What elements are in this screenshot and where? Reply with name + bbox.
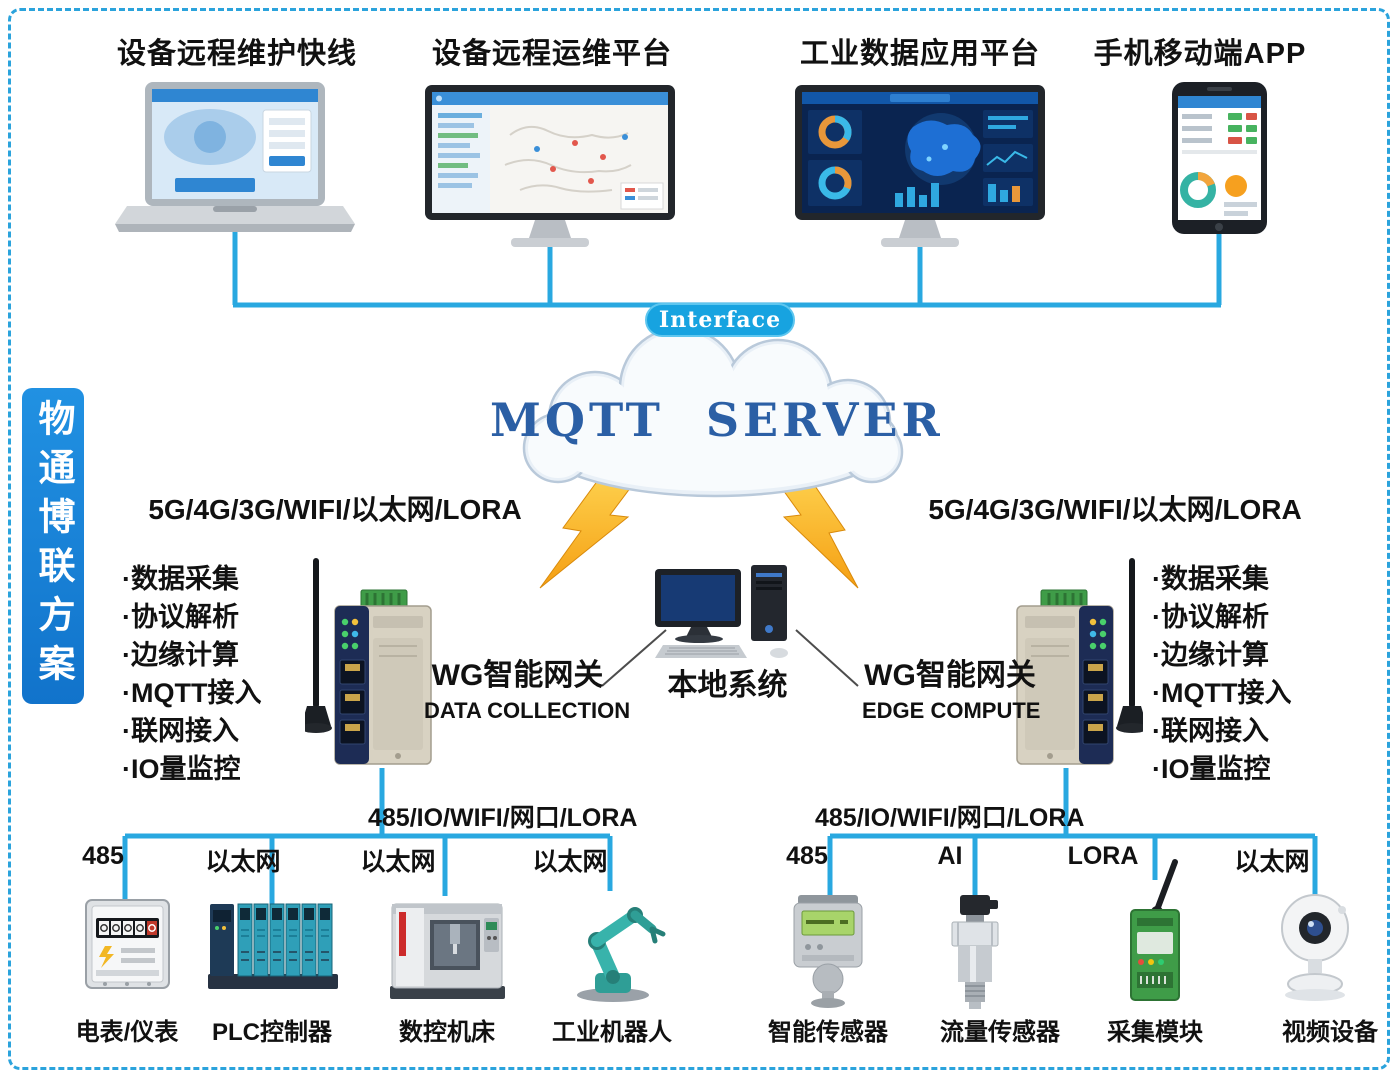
top-label-mobile-app: 手机移动端APP — [1093, 38, 1307, 70]
laptop-icon — [115, 82, 355, 232]
device-label-cnc: 数控机床 — [399, 1019, 495, 1046]
device-plc — [208, 900, 338, 992]
device-laptop — [115, 82, 355, 240]
gateway-right-subtitle: EDGE COMPUTE — [862, 698, 1041, 723]
top-label-maintenance-line: 设备远程维护快线 — [116, 38, 357, 70]
feature-item: ·协议解析 — [122, 602, 239, 632]
top-label-ops-platform: 设备远程运维平台 — [431, 38, 672, 70]
device-phone — [1172, 82, 1267, 234]
mqtt-cloud — [490, 330, 940, 510]
webcam-icon — [1281, 894, 1349, 1001]
connection-label-lora: LORA — [1067, 842, 1139, 870]
local-system-label: 本地系统 — [667, 669, 788, 702]
phone-icon — [1172, 82, 1267, 234]
device-monitor-dashboard — [795, 85, 1045, 250]
interface-label: Interface — [658, 307, 782, 333]
device-local-computer — [655, 565, 795, 660]
gateway-icon — [1016, 558, 1143, 765]
device-webcam — [1275, 892, 1355, 1004]
feature-item: ·IO量监控 — [1152, 754, 1271, 784]
desktop-computer-icon — [655, 565, 788, 658]
device-flow-sensor — [940, 895, 1010, 1010]
monitor-map-icon — [425, 85, 675, 247]
device-label-plc: PLC控制器 — [212, 1019, 332, 1046]
gateway-left-title: WG智能网关 — [431, 659, 604, 692]
connection-label-ethernet-cnc: 以太网 — [360, 848, 436, 876]
downlink-right-label: 485/IO/WIFI/网口/LORA — [815, 804, 1085, 832]
device-label-collection-module: 采集模块 — [1107, 1019, 1203, 1046]
monitor-dashboard-icon — [795, 85, 1045, 247]
downlink-left-label: 485/IO/WIFI/网口/LORA — [368, 804, 638, 832]
feature-item: ·数据采集 — [122, 564, 239, 594]
electric-meter-icon — [85, 899, 170, 989]
feature-item: ·联网接入 — [122, 716, 239, 746]
feature-item: ·数据采集 — [1152, 564, 1269, 594]
cloud-icon — [522, 330, 904, 498]
flow-sensor-icon — [951, 895, 999, 1009]
feature-item: ·MQTT接入 — [122, 678, 262, 708]
collection-module-icon — [1130, 859, 1180, 1001]
device-meter — [85, 898, 170, 993]
device-label-meter: 电表/仪表 — [75, 1019, 179, 1046]
uplink-right-label: 5G/4G/3G/WIFI/以太网/LORA — [928, 494, 1302, 525]
device-collection-module — [1115, 858, 1195, 1008]
device-gateway-right — [1013, 558, 1143, 773]
plc-controller-icon — [208, 903, 338, 989]
feature-item: ·MQTT接入 — [1152, 678, 1292, 708]
feature-item: ·协议解析 — [1152, 602, 1269, 632]
interface-badge: Interface — [645, 303, 795, 337]
device-label-webcam: 视频设备 — [1282, 1019, 1378, 1046]
connection-label-ethernet-robot: 以太网 — [532, 848, 608, 876]
solution-banner: 物通博联方案 — [22, 388, 84, 704]
feature-item: ·联网接入 — [1152, 716, 1269, 746]
device-gateway-left — [305, 558, 435, 773]
connection-label-ethernet-camera: 以太网 — [1234, 848, 1310, 876]
connection-label-ethernet-plc: 以太网 — [205, 848, 281, 876]
gateway-right-title: WG智能网关 — [864, 659, 1036, 692]
device-label-robot: 工业机器人 — [552, 1019, 672, 1046]
device-smart-sensor — [786, 895, 871, 1010]
solution-banner-text: 物通博联方案 — [33, 399, 74, 693]
gateway-left-subtitle: DATA COLLECTION — [424, 698, 631, 723]
local-system-links — [601, 629, 859, 687]
top-label-data-platform: 工业数据应用平台 — [799, 38, 1040, 70]
device-robot — [555, 885, 670, 1003]
feature-list-right: ·数据采集 ·协议解析 ·边缘计算 ·MQTT接入 ·联网接入 ·IO量监控 — [1152, 560, 1382, 788]
gateway-icon — [305, 558, 432, 765]
connection-label-485-left: 485 — [82, 842, 124, 870]
connection-label-ai: AI — [937, 842, 963, 870]
uplink-left-label: 5G/4G/3G/WIFI/以太网/LORA — [148, 494, 522, 525]
mqtt-server-label: MQTT SERVER — [490, 393, 944, 447]
device-label-flow-sensor: 流量传感器 — [940, 1019, 1060, 1046]
robot-arm-icon — [577, 907, 666, 1002]
device-monitor-map — [425, 85, 675, 250]
feature-item: ·IO量监控 — [122, 754, 241, 784]
smart-sensor-icon — [793, 895, 863, 1008]
device-label-smart-sensor: 智能传感器 — [768, 1019, 888, 1046]
feature-item: ·边缘计算 — [122, 640, 239, 670]
connection-label-485-right: 485 — [786, 842, 828, 870]
device-cnc — [390, 890, 505, 1002]
cnc-machine-icon — [390, 903, 505, 999]
feature-item: ·边缘计算 — [1152, 640, 1269, 670]
feature-list-left: ·数据采集 ·协议解析 ·边缘计算 ·MQTT接入 ·联网接入 ·IO量监控 — [122, 560, 352, 788]
diagram-border — [8, 8, 1390, 1070]
